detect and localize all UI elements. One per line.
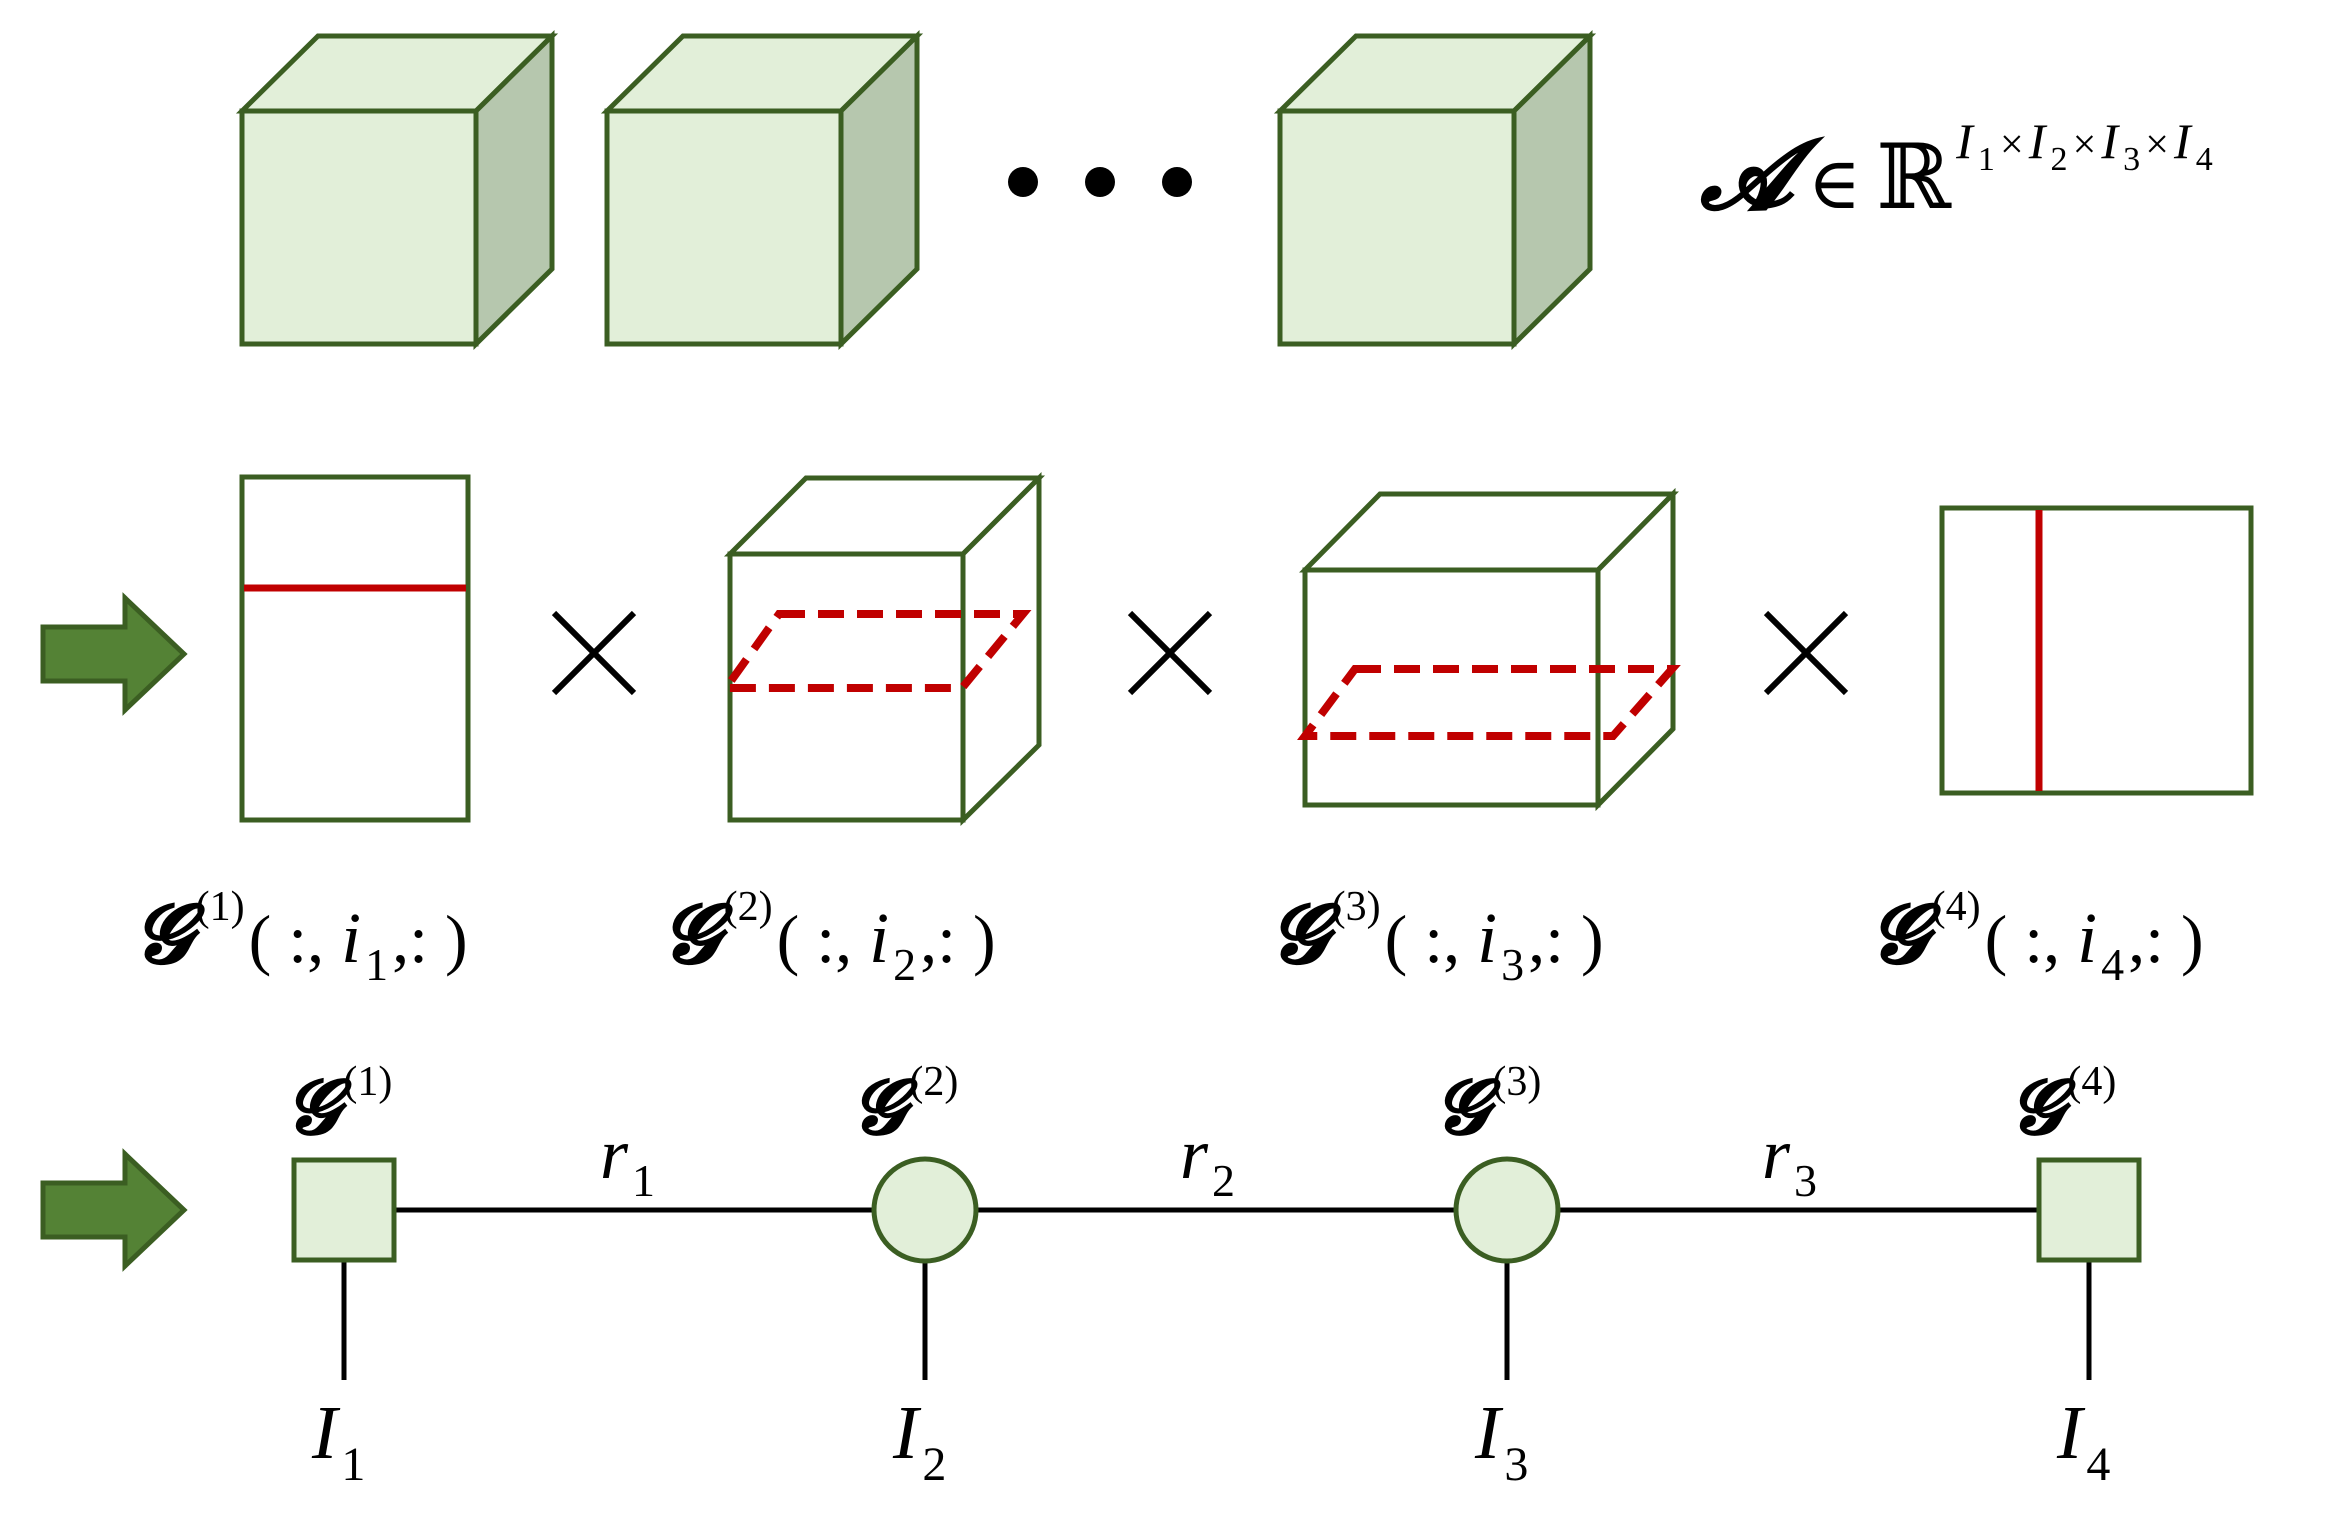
- core-index-sub: 1: [365, 939, 388, 990]
- node-3-label: 𝓖 (3): [1435, 1059, 1541, 1151]
- tensor-cube-n: [1273, 30, 1597, 350]
- tensor-cube-2: [600, 30, 924, 350]
- times-icon: [551, 610, 637, 696]
- core-2-label: 𝓖 (2) ( :, i 2 ,: ): [662, 884, 996, 990]
- leg-dim: I: [311, 1391, 341, 1475]
- leg-4-label: I 4: [2056, 1391, 2110, 1491]
- core-args-close: ,: ): [392, 901, 468, 977]
- dim-4-base: I: [2173, 113, 2193, 169]
- core-4-matrix: [1939, 505, 2254, 796]
- dot: [1162, 167, 1192, 197]
- dim-3-sub: 3: [2123, 141, 2140, 178]
- core-index-sub: 3: [1501, 939, 1524, 990]
- dim-times-3: ×: [2145, 122, 2169, 168]
- arrow-icon: [40, 592, 188, 716]
- node-4-label: 𝓖 (4): [2010, 1059, 2116, 1151]
- times-icon: [1763, 610, 1849, 696]
- leg-dim-sub: 3: [1504, 1438, 1528, 1491]
- dim-4-sub: 4: [2196, 141, 2213, 178]
- leg-dim: I: [2056, 1391, 2086, 1475]
- tensor-cube-1: [235, 30, 559, 350]
- core-2-cube: [718, 471, 1046, 826]
- dot: [1008, 167, 1038, 197]
- node-4-square: [2036, 1157, 2142, 1263]
- core-3-cube: [1297, 487, 1681, 812]
- core-index: i: [341, 898, 361, 978]
- dot: [1085, 167, 1115, 197]
- core-superscript: (2): [724, 884, 773, 930]
- slice-dashed: [1297, 665, 1681, 740]
- dim-times-2: ×: [2073, 122, 2097, 168]
- node-2-label: 𝓖 (2): [852, 1059, 958, 1151]
- bond-rank-sub: 2: [1212, 1155, 1235, 1206]
- bond-rank-sub: 3: [1794, 1155, 1817, 1206]
- core-index-sub: 4: [2101, 939, 2124, 990]
- node-3-circle: [1453, 1156, 1561, 1264]
- bond-rank: r: [1762, 1114, 1791, 1194]
- bond-rank-sub: 1: [632, 1155, 655, 1206]
- core-3-label: 𝓖 (3) ( :, i 3 ,: ): [1270, 884, 1604, 990]
- bond-1-label: r 1: [600, 1114, 655, 1206]
- leg-dim-sub: 2: [922, 1438, 946, 1491]
- node-superscript: (4): [2067, 1059, 2116, 1105]
- core-superscript: (1): [196, 884, 245, 930]
- core-index: i: [1477, 898, 1497, 978]
- leg-dim-sub: 4: [2086, 1438, 2110, 1491]
- core-args-close: ,: ): [2128, 901, 2204, 977]
- tensor-network-row: 𝓖 (1) 𝓖 (2) 𝓖 (3) 𝓖 (4) r 1 r 2 r 3: [40, 1059, 2142, 1491]
- core-args-close: ,: ): [920, 901, 996, 977]
- core-index-sub: 2: [893, 939, 916, 990]
- decomposition-row: 𝓖 (1) ( :, i 1 ,: ) 𝓖 (2) ( :, i 2 ,: ) …: [40, 471, 2254, 990]
- node-superscript: (1): [343, 1059, 392, 1105]
- element-of-symbol: ∈: [1808, 144, 1861, 224]
- bond-rank: r: [1180, 1114, 1209, 1194]
- dim-1-sub: 1: [1978, 141, 1995, 178]
- times-icon: [1127, 610, 1213, 696]
- node-superscript: (3): [1492, 1059, 1541, 1105]
- core-1-label: 𝓖 (1) ( :, i 1 ,: ): [134, 884, 468, 990]
- core-index: i: [869, 898, 889, 978]
- core-args-open: ( :,: [249, 901, 342, 977]
- leg-dim: I: [892, 1391, 922, 1475]
- physical-legs: [341, 1262, 2092, 1380]
- leg-2-label: I 2: [892, 1391, 946, 1491]
- dim-1-base: I: [1955, 113, 1975, 169]
- core-args-open: ( :,: [1385, 901, 1478, 977]
- bond-3-label: r 3: [1762, 1114, 1817, 1206]
- tensor-cubes-row: 𝓐 ∈ ℝ I 1 × I 2 × I 3 × I 4: [235, 30, 2213, 350]
- core-1-matrix: [239, 474, 471, 823]
- core-args-open: ( :,: [777, 901, 870, 977]
- slice-dashed: [718, 610, 1032, 692]
- node-1-square: [291, 1157, 397, 1263]
- core-superscript: (3): [1332, 884, 1381, 930]
- arrow-icon: [40, 1148, 188, 1272]
- leg-dim-sub: 1: [341, 1438, 365, 1491]
- core-4-label: 𝓖 (4) ( :, i 4 ,: ): [1870, 884, 2204, 990]
- real-field-symbol: ℝ: [1876, 129, 1952, 228]
- ellipsis-dots: [1008, 167, 1192, 197]
- bond-2-label: r 2: [1180, 1114, 1235, 1206]
- core-superscript: (4): [1932, 884, 1981, 930]
- dim-3-base: I: [2100, 113, 2120, 169]
- dim-times-1: ×: [2000, 122, 2024, 168]
- dim-2-sub: 2: [2051, 141, 2068, 178]
- core-args-open: ( :,: [1985, 901, 2078, 977]
- leg-1-label: I 1: [311, 1391, 365, 1491]
- dim-2-base: I: [2028, 113, 2048, 169]
- bond-rank: r: [600, 1114, 629, 1194]
- leg-3-label: I 3: [1474, 1391, 1528, 1491]
- tensor-definition: 𝓐 ∈ ℝ I 1 × I 2 × I 3 × I 4: [1699, 113, 2213, 231]
- node-2-circle: [871, 1156, 979, 1264]
- core-args-close: ,: ): [1528, 901, 1604, 977]
- node-superscript: (2): [909, 1059, 958, 1105]
- node-1-label: 𝓖 (1): [286, 1059, 392, 1151]
- leg-dim: I: [1474, 1391, 1504, 1475]
- core-index: i: [2077, 898, 2097, 978]
